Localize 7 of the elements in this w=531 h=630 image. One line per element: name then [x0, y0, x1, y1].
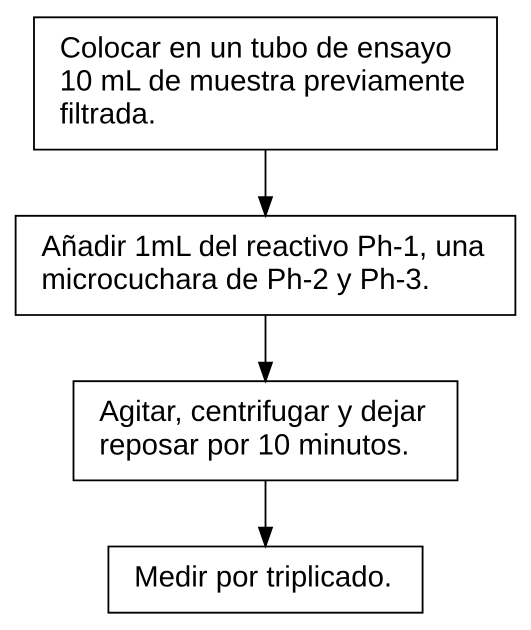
node-box: Añadir 1mL del reactivo Ph-1, una microcuchara de Ph-2 y Ph-3.	[14, 214, 516, 316]
arrow	[258, 150, 274, 218]
node-box: Colocar en un tubo de ensayo 10 mL de muestra previamente filtrada.	[33, 16, 498, 151]
node-box: Agitar, centrifugar y dejar reposar por 10 minutos.	[72, 380, 458, 482]
arrow	[258, 316, 274, 384]
node-box: Medir por triplicado.	[107, 546, 424, 614]
arrow	[258, 480, 274, 549]
